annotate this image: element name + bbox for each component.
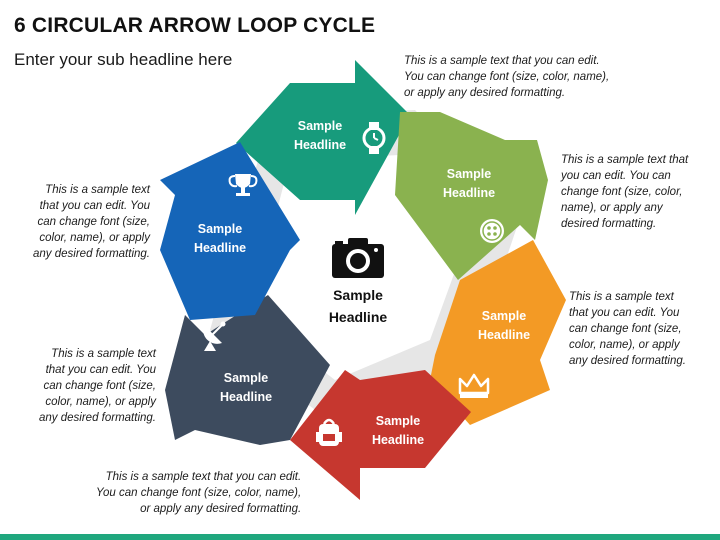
note-teal-line1: This is a sample text that you can edit.	[404, 55, 600, 67]
page-title: 6 CIRCULAR ARROW LOOP CYCLE	[14, 14, 376, 37]
note-red-line2: You can change font (size, color, name),	[96, 487, 302, 499]
note-slate-line4: color, name), or apply	[45, 396, 156, 408]
center-label-1: Sample	[333, 287, 383, 303]
note-red: This is a sample text that you can edit.…	[96, 469, 301, 517]
note-orange-line4: color, name), or apply	[569, 339, 680, 351]
note-teal: This is a sample text that you can edit.…	[404, 53, 609, 101]
segment-label-green-2: Headline	[443, 186, 495, 200]
segment-label-green-1: Sample	[447, 167, 492, 181]
satellite-dish-icon	[203, 321, 226, 351]
note-red-line1: This is a sample text that you can edit.	[105, 471, 302, 483]
note-orange-line3: can change font (size,	[569, 323, 682, 335]
note-green-line4: name), or apply any	[561, 202, 663, 214]
note-slate-line2: that you can edit. You	[45, 364, 156, 376]
center-label-2: Headline	[329, 309, 388, 325]
arrow-segment-slate[interactable]	[165, 295, 330, 445]
note-green-line3: change font (size, color,	[561, 186, 683, 198]
note-orange-line5: any desired formatting.	[569, 355, 686, 367]
note-blue: This is a sample text that you can edit.…	[12, 182, 150, 262]
camera-icon	[332, 238, 384, 278]
page-subtitle: Enter your sub headline here	[14, 50, 233, 69]
note-slate: This is a sample text that you can edit.…	[20, 346, 156, 426]
note-blue-line1: This is a sample text	[45, 184, 150, 196]
note-orange-line2: that you can edit. You	[569, 307, 680, 319]
note-green-line1: This is a sample text that	[561, 154, 689, 166]
bottom-accent-bar	[0, 534, 720, 540]
note-blue-line4: color, name), or apply	[39, 232, 150, 244]
arrow-segment-orange[interactable]	[430, 240, 566, 425]
note-slate-line3: can change font (size,	[43, 380, 156, 392]
segment-label-slate-2: Headline	[220, 390, 272, 404]
note-slate-line1: This is a sample text	[51, 348, 156, 360]
backpack-icon	[316, 418, 342, 446]
note-green-line2: you can edit. You can	[561, 170, 671, 182]
arrow-segment-teal[interactable]	[236, 60, 410, 215]
button-icon	[480, 219, 504, 243]
trophy-icon	[228, 174, 258, 196]
segment-label-orange-2: Headline	[478, 328, 530, 342]
segment-label-red-2: Headline	[372, 433, 424, 447]
note-blue-line2: that you can edit. You	[39, 200, 150, 212]
arrow-segment-blue[interactable]	[160, 142, 300, 320]
note-slate-line5: any desired formatting.	[39, 412, 156, 424]
arrow-segment-green[interactable]	[395, 112, 548, 280]
segment-label-orange-1: Sample	[482, 309, 527, 323]
note-teal-line3: or apply any desired formatting.	[404, 87, 566, 99]
crown-icon	[458, 373, 490, 398]
note-orange-line1: This is a sample text	[569, 291, 674, 303]
segment-label-blue-1: Sample	[198, 222, 243, 236]
segment-label-teal-1: Sample	[298, 119, 343, 133]
note-red-line3: or apply any desired formatting.	[140, 503, 302, 515]
note-orange: This is a sample text that you can edit.…	[569, 289, 686, 369]
segment-label-blue-2: Headline	[194, 241, 246, 255]
note-green: This is a sample text that you can edit.…	[561, 152, 688, 232]
note-teal-line2: You can change font (size, color, name),	[404, 71, 610, 83]
note-blue-line3: can change font (size,	[37, 216, 150, 228]
note-green-line5: desired formatting.	[561, 218, 657, 230]
note-blue-line5: any desired formatting.	[33, 248, 150, 260]
segment-label-red-1: Sample	[376, 414, 421, 428]
watch-icon	[362, 122, 386, 154]
arrow-segment-red[interactable]	[290, 370, 471, 500]
segment-label-teal-2: Headline	[294, 138, 346, 152]
segment-label-slate-1: Sample	[224, 371, 269, 385]
